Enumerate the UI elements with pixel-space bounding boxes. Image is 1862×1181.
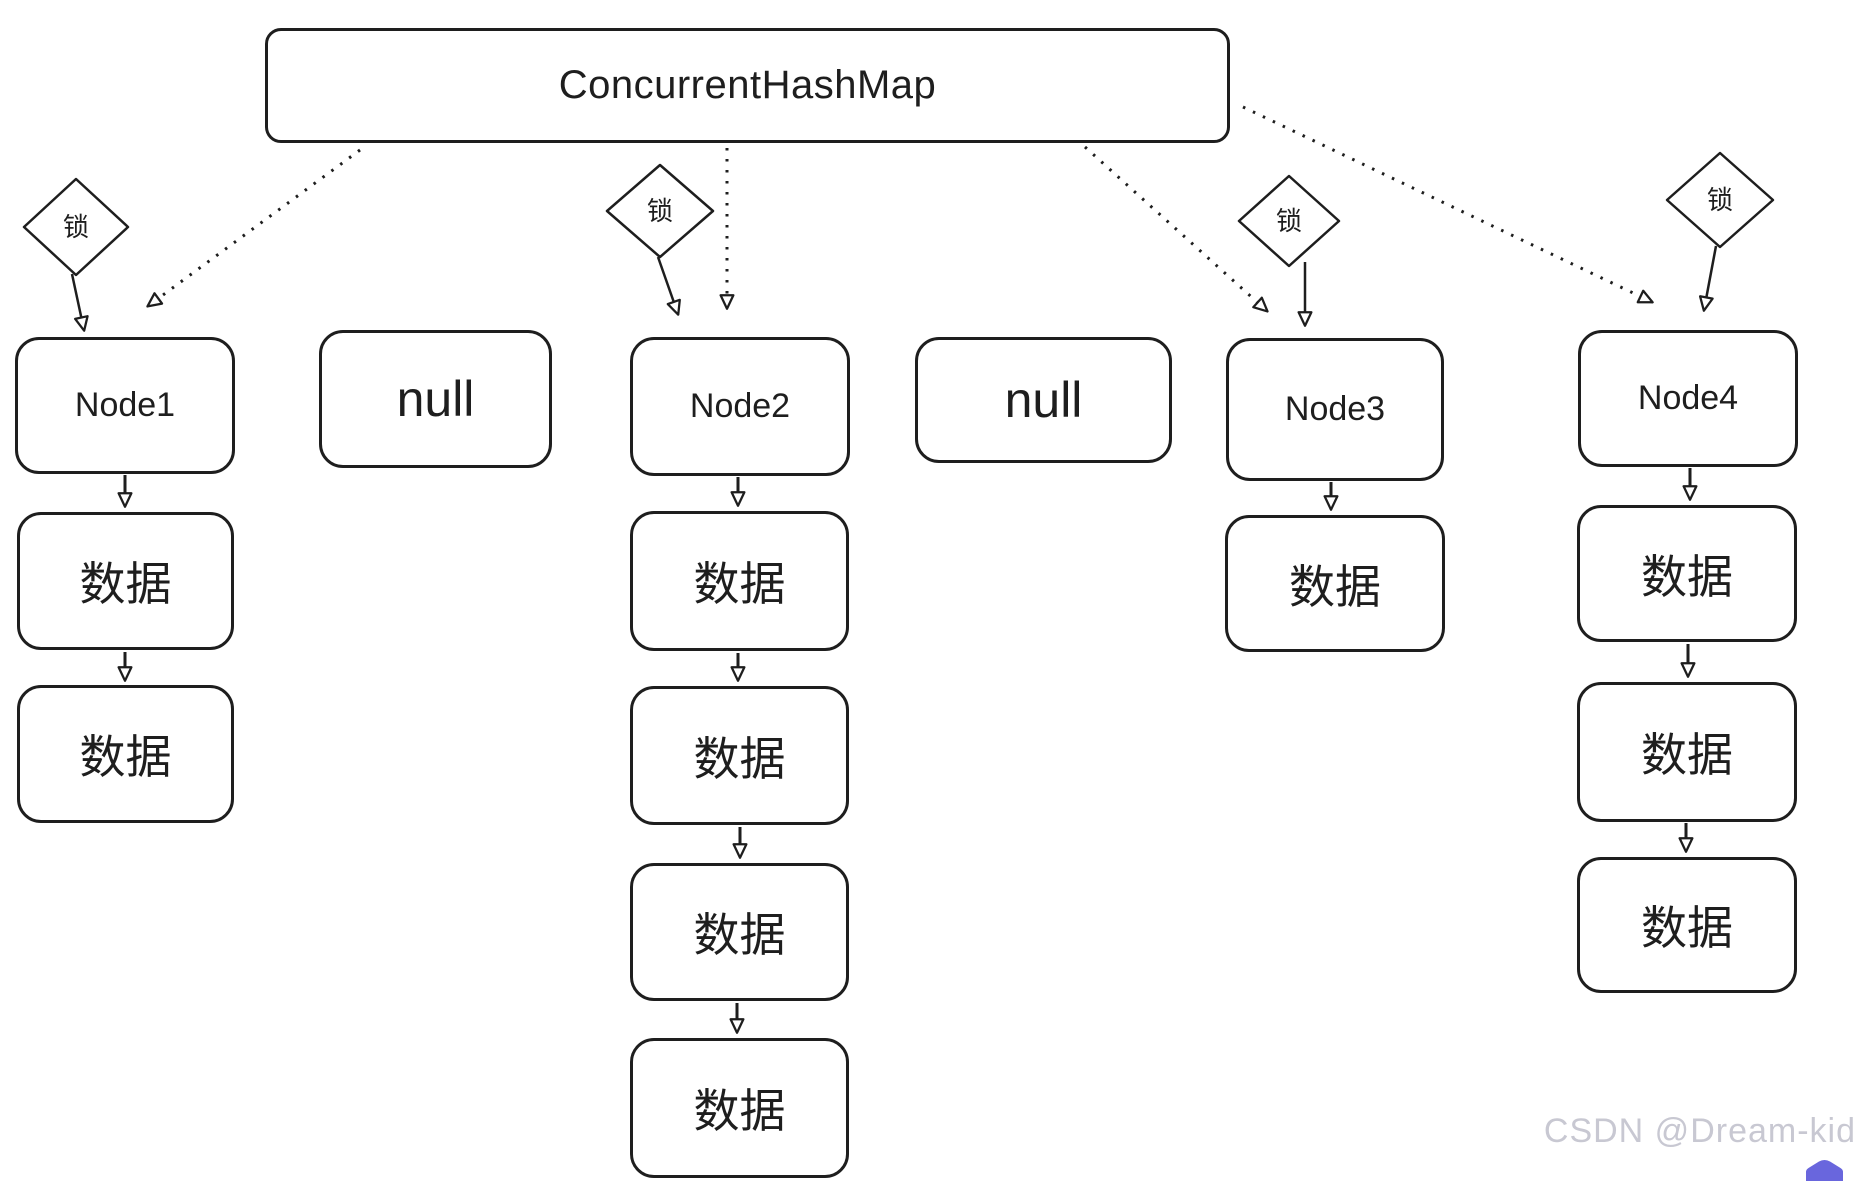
arrow-lock2-to-node2 [656,256,681,316]
lock-diamond-icon [1665,151,1775,249]
lock-diamond-icon [605,163,715,259]
node1-data-1: 数据 [17,512,234,650]
lock-1-label: 锁 [63,212,89,242]
node1-data-2: 数据 [17,685,234,823]
dotted-arrow-title-to-node1 [146,148,361,308]
node1-data-1-label: 数据 [79,558,172,610]
bucket-node4: Node4 [1578,330,1798,467]
dotted-arrow-title-to-node3 [1083,145,1269,313]
node3-data-1-label: 数据 [1289,560,1381,613]
bucket-node2: Node2 [630,337,850,476]
node3-data-1: 数据 [1225,515,1445,652]
bucket-node1-label: Node1 [74,386,176,424]
bucket-node1: Node1 [15,337,235,474]
node2-data-1-label: 数据 [693,558,786,610]
arrow-lock4-to-node4 [1698,245,1718,312]
node2-data-4-label: 数据 [693,1085,786,1137]
floating-badge-icon[interactable] [1806,1160,1843,1181]
lock-3: 锁 [1237,174,1341,268]
node4-data-3-label: 数据 [1641,902,1733,954]
bucket-node3: Node3 [1226,338,1444,481]
lock-2-label: 锁 [647,196,673,226]
node4-data-2: 数据 [1577,682,1797,822]
node4-data-1-label: 数据 [1641,550,1733,603]
node2-data-3-label: 数据 [693,909,786,961]
node2-data-4: 数据 [630,1038,849,1178]
bucket-null-1: null [319,330,552,468]
node4-data-2-label: 数据 [1641,729,1733,781]
node2-data-2: 数据 [630,686,849,825]
node4-data-1: 数据 [1577,505,1797,642]
node2-data-3: 数据 [630,863,849,1001]
lock-4-label: 锁 [1707,185,1733,215]
node1-data-2-label: 数据 [79,731,172,783]
lock-2: 锁 [605,163,715,259]
lock-diamond-icon [1237,174,1341,268]
watermark: CSDN @Dream-kid [1544,1112,1856,1151]
watermark-text: CSDN @Dream-kid [1543,1112,1856,1150]
bucket-null-1-label: null [396,371,475,427]
bucket-node3-label: Node3 [1284,390,1386,428]
bucket-node4-label: Node4 [1637,379,1739,417]
node2-data-1: 数据 [630,511,849,651]
lock-diamond-icon [22,177,130,277]
diagram-title: ConcurrentHashMap [558,63,937,107]
lock-4: 锁 [1665,151,1775,249]
bucket-null-2: null [915,337,1172,463]
arrow-lock1-to-node1 [70,273,89,332]
node4-data-3: 数据 [1577,857,1797,993]
title-box: ConcurrentHashMap [265,28,1230,143]
bucket-node2-label: Node2 [689,387,791,425]
lock-3-label: 锁 [1276,206,1302,236]
lock-1: 锁 [22,177,130,277]
node2-data-2-label: 数据 [693,732,786,785]
bucket-null-2-label: null [1004,372,1083,428]
